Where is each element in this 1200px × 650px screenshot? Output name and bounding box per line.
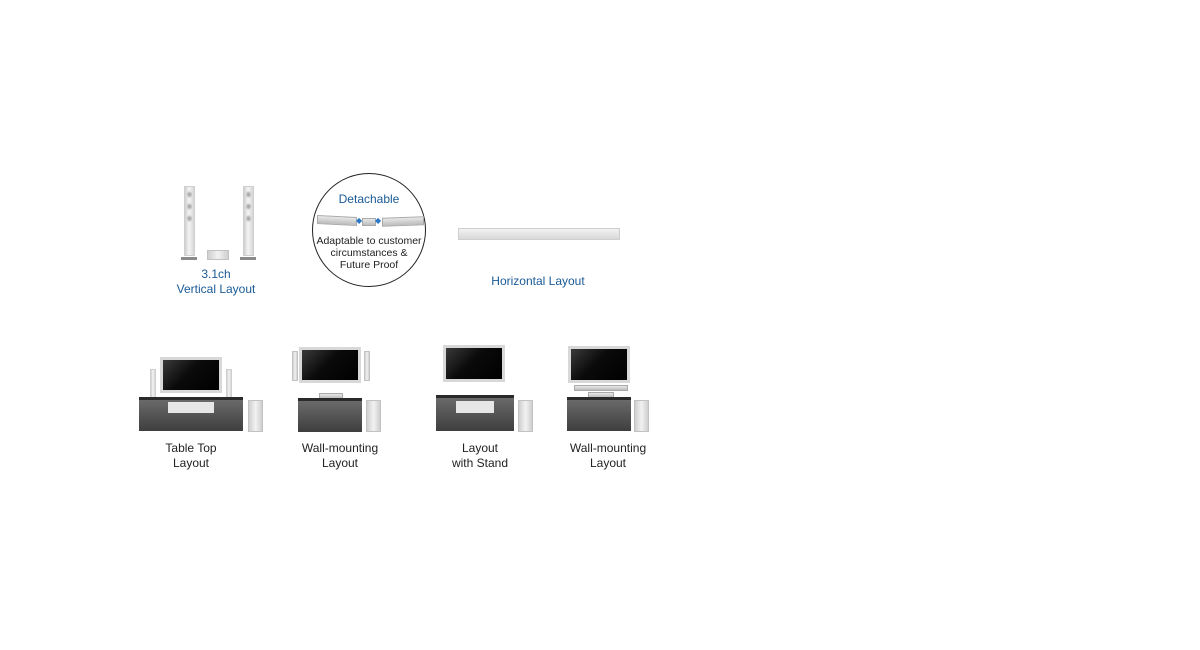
detachable-soundbar-icon: ◆ ◆: [317, 214, 424, 227]
vertical-layout-label: 3.1ch Vertical Layout: [156, 267, 276, 297]
layout-with-stand-line1: Layout: [461, 441, 499, 455]
wall-mounting-2-line2: Layout: [589, 456, 627, 470]
horizontal-layout-label: Horizontal Layout: [491, 274, 585, 288]
wall-mounting-layout-label-2: Wall-mounting Layout: [548, 441, 668, 471]
detachable-line1: Adaptable to customer: [316, 235, 422, 247]
layout-with-stand-illustration: [436, 345, 536, 435]
detachable-title: Detachable: [338, 192, 400, 206]
wall-mounting-layout-illustration-2: [566, 345, 656, 435]
wall-mounting-layout-label-1: Wall-mounting Layout: [280, 441, 400, 471]
wall-mounting-1-line2: Layout: [321, 456, 359, 470]
table-top-layout-label: Table Top Layout: [131, 441, 251, 471]
horizontal-soundbar-icon: [458, 228, 620, 240]
layout-with-stand-label: Layout with Stand: [420, 441, 540, 471]
detachable-line2: circumstances &: [330, 247, 408, 259]
layout-with-stand-line2: with Stand: [451, 456, 509, 470]
vertical-layout-illustration: [180, 184, 260, 264]
detachable-circle: Detachable ◆ ◆ Adaptable to customer cir…: [312, 173, 426, 287]
center-speaker-icon: [207, 250, 229, 260]
table-top-layout-illustration: [138, 355, 264, 435]
left-tower-speaker-icon: [184, 186, 195, 256]
wall-mounting-1-line1: Wall-mounting: [301, 441, 379, 455]
vertical-layout-line1: 3.1ch: [201, 267, 231, 281]
table-top-line2: Layout: [172, 456, 210, 470]
detachable-line3: Future Proof: [339, 259, 399, 271]
wall-mounting-2-line1: Wall-mounting: [569, 441, 647, 455]
right-tower-speaker-icon: [243, 186, 254, 256]
table-top-line1: Table Top: [165, 441, 217, 455]
vertical-layout-line2: Vertical Layout: [176, 282, 256, 296]
wall-mounting-layout-illustration-1: [292, 345, 384, 435]
